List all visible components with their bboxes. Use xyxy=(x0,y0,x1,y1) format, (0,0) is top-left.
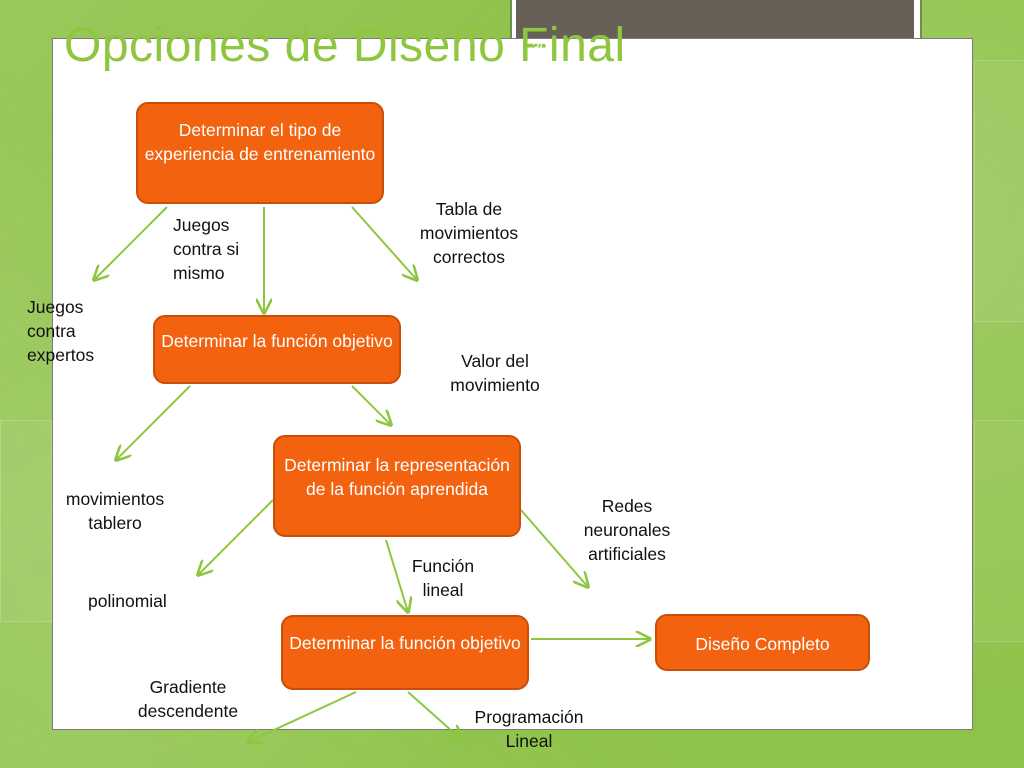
box-learned-representation-text: Determinar la representación de la funci… xyxy=(284,455,510,499)
background-deco-left xyxy=(0,420,52,622)
box-complete-design-text: Diseño Completo xyxy=(695,634,830,654)
box-experience-type: Determinar el tipo de experiencia de ent… xyxy=(136,102,384,204)
box-objective-function-1: Determinar la función objetivo xyxy=(153,315,401,384)
box-objective-function-1-text: Determinar la función objetivo xyxy=(161,331,393,351)
label-polynomial: polinomial xyxy=(88,591,167,611)
background-deco-right-lower xyxy=(974,420,1024,642)
label-neural-networks: Redes neuronales artificiales xyxy=(583,496,671,564)
label-board-moves: movimientos tablero xyxy=(65,489,165,533)
background-deco-right xyxy=(974,60,1024,322)
label-self-play: Juegos contra si mismo xyxy=(173,215,240,283)
label-move-value: Valor del movimiento xyxy=(450,351,540,395)
label-correct-moves-table: Tabla de movimientos correctos xyxy=(419,199,519,267)
box-objective-function-2-text: Determinar la función objetivo xyxy=(289,633,521,653)
label-linear-function: Función lineal xyxy=(411,556,475,600)
box-experience-type-text: Determinar el tipo de experiencia de ent… xyxy=(144,120,376,164)
box-learned-representation: Determinar la representación de la funci… xyxy=(273,435,521,537)
label-expert-games: Juegos contra expertos xyxy=(27,297,95,365)
label-linear-programming: Programación Lineal xyxy=(474,707,584,751)
label-gradient-descent: Gradiente descendente xyxy=(137,677,239,721)
box-complete-design: Diseño Completo xyxy=(655,614,870,671)
box-objective-function-2: Determinar la función objetivo xyxy=(281,615,529,690)
slide-title: Opciones de Diseño Final xyxy=(64,19,626,72)
page-number: 30 xyxy=(532,39,548,55)
